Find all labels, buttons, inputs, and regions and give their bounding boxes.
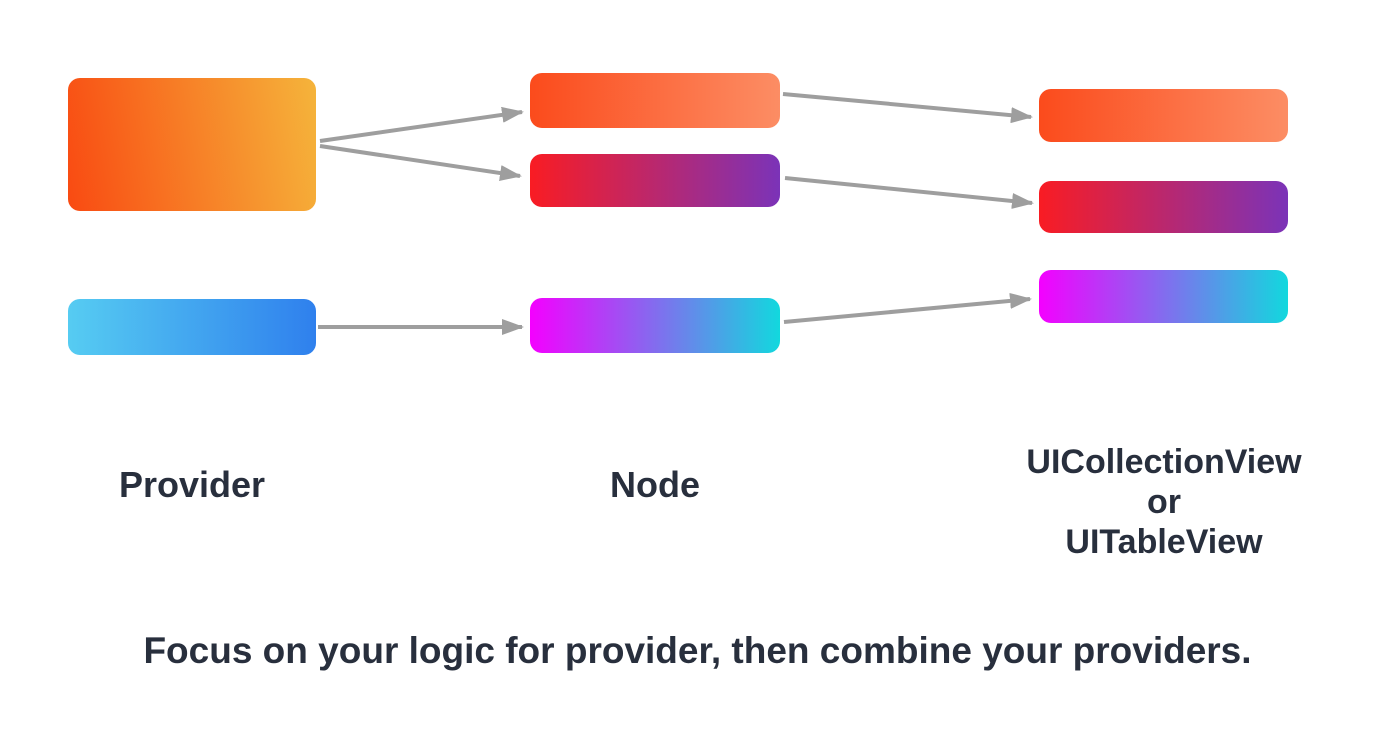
view-magenta-cyan-box (1039, 270, 1288, 323)
node-magenta-cyan-box (530, 298, 780, 353)
view-red-purple-box (1039, 181, 1288, 233)
arrow-provider-main-to-node-2 (319, 144, 522, 181)
view-label-line-1: UICollectionView (1026, 443, 1302, 481)
provider-label: Provider (118, 464, 266, 505)
arrow-node-1-to-view-1 (782, 92, 1033, 124)
view-label-line-3: UITableView (1065, 523, 1263, 561)
view-orange-box (1039, 89, 1288, 142)
caption-text: Focus on your logic for provider, then c… (143, 630, 1252, 671)
node-red-purple-box (530, 154, 780, 207)
arrow-node-3-to-view-3 (783, 292, 1032, 324)
view-label-line-2: or (1147, 483, 1181, 521)
node-orange-box (530, 73, 780, 128)
provider-secondary-box (68, 299, 316, 355)
node-label: Node (610, 464, 700, 505)
provider-main-box (68, 78, 316, 211)
arrow-provider-main-to-node-1 (319, 106, 524, 143)
arrow-node-2-to-view-2 (784, 176, 1034, 209)
collection-table-view-label: UICollectionView or UITableView (978, 442, 1350, 562)
